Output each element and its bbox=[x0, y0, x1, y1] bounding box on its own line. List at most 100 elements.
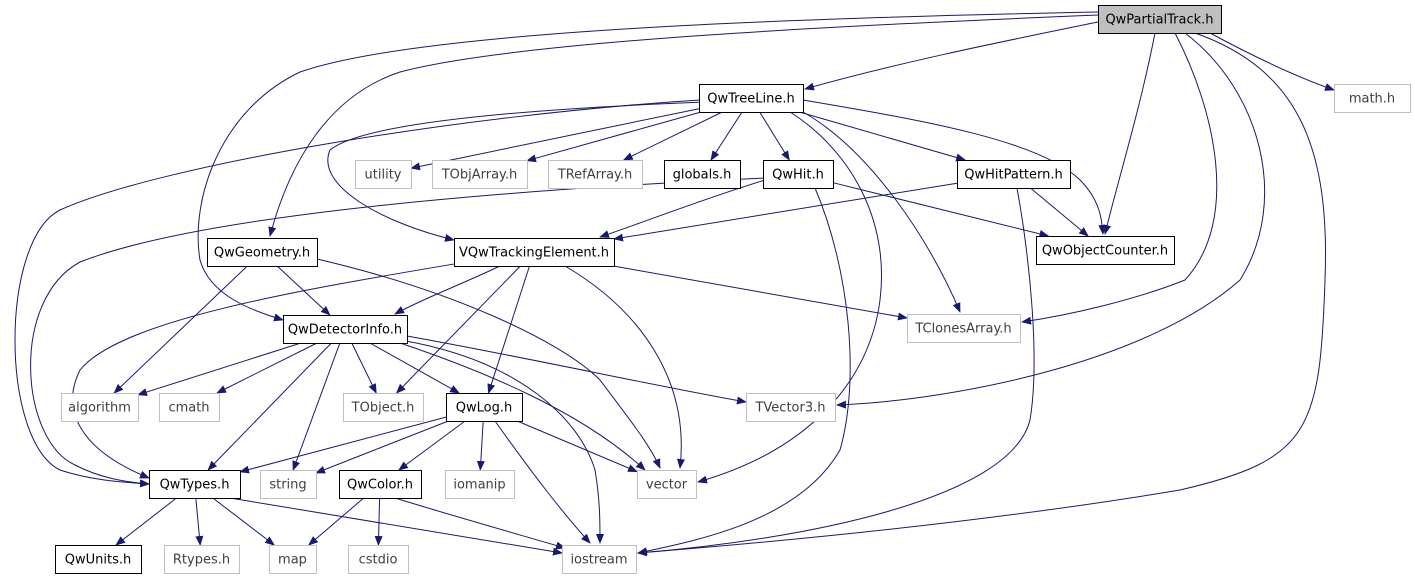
node-box bbox=[348, 545, 409, 574]
edge-qwpartialtrack-to-qwobjectcounter bbox=[1103, 32, 1156, 235]
node-box bbox=[269, 545, 317, 574]
node-box bbox=[61, 393, 139, 422]
edge-qwcolor-to-map bbox=[308, 497, 365, 546]
edge-vqwtrackingelement-to-tobject bbox=[395, 265, 521, 394]
edge-qwhit-to-vqwtrackingelement bbox=[599, 179, 766, 238]
edge-qwlog-to-vector bbox=[517, 420, 638, 473]
node-label: QwGeometry.h bbox=[214, 246, 310, 261]
node-qwhitpattern[interactable]: QwHitPattern.h bbox=[957, 160, 1071, 189]
node-box bbox=[55, 545, 142, 574]
node-label: Rtypes.h bbox=[173, 553, 230, 568]
node-utility: utility bbox=[355, 160, 412, 189]
edge-qwdetectorinfo-to-cmath bbox=[216, 342, 318, 394]
edge-qwhit-to-qwtypes bbox=[30, 177, 766, 488]
edge-qwcolor-to-iostream bbox=[394, 497, 566, 550]
node-qwtypes[interactable]: QwTypes.h bbox=[149, 470, 241, 499]
edge-qwtreeline-to-qwhit bbox=[759, 111, 790, 161]
node-label: QwDetectorInfo.h bbox=[288, 323, 402, 338]
edge-vqwtrackingelement-to-vector bbox=[564, 265, 685, 469]
node-qwobjectcounter[interactable]: QwObjectCounter.h bbox=[1036, 236, 1175, 265]
node-qwdetectorinfo[interactable]: QwDetectorInfo.h bbox=[283, 315, 408, 344]
edge-vqwtrackingelement-to-qwlog bbox=[487, 265, 530, 394]
node-box bbox=[283, 315, 408, 344]
node-box bbox=[746, 393, 836, 422]
node-vector: vector bbox=[637, 470, 697, 499]
edge-qwtreeline-to-globals bbox=[710, 111, 743, 161]
node-label: VQwTrackingElement.h bbox=[459, 246, 609, 261]
node-box bbox=[149, 470, 241, 499]
edge-vqwtrackingelement-to-qwtypes bbox=[72, 262, 461, 479]
edge-qwhit-to-iostream bbox=[637, 187, 851, 556]
node-box bbox=[355, 160, 412, 189]
node-label: algorithm bbox=[68, 401, 131, 416]
node-label: map bbox=[278, 553, 307, 568]
node-trefarray: TRefArray.h bbox=[548, 160, 643, 189]
node-algorithm: algorithm bbox=[61, 393, 139, 422]
edge-qwlog-to-qwtypes bbox=[239, 416, 447, 474]
node-box bbox=[548, 160, 643, 189]
node-cmath: cmath bbox=[159, 393, 220, 422]
node-vqwtrackingelement[interactable]: VQwTrackingElement.h bbox=[454, 238, 615, 267]
node-label: QwHitPattern.h bbox=[964, 168, 1063, 183]
node-box bbox=[699, 84, 804, 113]
edge-qwcolor-to-cstdio bbox=[374, 497, 383, 546]
edge-qwdetectorinfo-to-tvector3 bbox=[406, 335, 747, 405]
node-label: TVector3.h bbox=[754, 401, 825, 416]
edge-qwhitpattern-to-iostream bbox=[637, 187, 1035, 557]
node-qwtreeline[interactable]: QwTreeLine.h bbox=[699, 84, 804, 113]
node-tobject: TObject.h bbox=[343, 393, 424, 422]
node-qwhit[interactable]: QwHit.h bbox=[763, 160, 834, 189]
node-rtypes: Rtypes.h bbox=[164, 545, 240, 574]
edge-qwdetectorinfo-to-string bbox=[292, 342, 341, 471]
edge-qwtreeline-to-vector bbox=[697, 111, 882, 484]
node-label: QwUnits.h bbox=[65, 553, 131, 568]
node-box bbox=[454, 238, 615, 267]
node-globals[interactable]: globals.h bbox=[664, 160, 741, 189]
edges-layer bbox=[14, 11, 1335, 557]
edge-qwlog-to-qwcolor bbox=[398, 420, 466, 471]
edge-qwdetectorinfo-to-vector bbox=[399, 342, 646, 471]
node-label: TObjArray.h bbox=[441, 168, 518, 183]
node-tclonesarray: TClonesArray.h bbox=[907, 314, 1021, 343]
node-string: string bbox=[260, 470, 317, 499]
node-label: QwLog.h bbox=[456, 401, 512, 416]
node-label: iostream bbox=[570, 553, 627, 568]
edge-qwtreeline-to-utility bbox=[410, 108, 700, 171]
node-box bbox=[637, 470, 697, 499]
node-iomanip: iomanip bbox=[445, 470, 515, 499]
node-label: TRefArray.h bbox=[557, 168, 633, 183]
edge-qwdetectorinfo-to-iostream bbox=[399, 339, 604, 544]
edge-qwhitpattern-to-vqwtrackingelement bbox=[613, 182, 958, 242]
node-box bbox=[664, 160, 741, 189]
node-box bbox=[446, 393, 523, 422]
node-iostream: iostream bbox=[562, 545, 637, 574]
node-qwlog[interactable]: QwLog.h bbox=[446, 393, 523, 422]
edge-qwtreeline-to-vqwtrackingelement bbox=[327, 101, 706, 242]
edge-qwdetectorinfo-to-tobject bbox=[351, 342, 377, 394]
node-label: cstdio bbox=[359, 553, 398, 568]
node-label: QwTreeLine.h bbox=[707, 92, 794, 107]
node-qwunits[interactable]: QwUnits.h bbox=[55, 545, 142, 574]
edge-qwtreeline-to-tobjarray bbox=[526, 111, 702, 163]
node-map: map bbox=[269, 545, 317, 574]
edge-qwpartialtrack-to-tclonesarray bbox=[1021, 32, 1218, 325]
node-label: iomanip bbox=[453, 478, 505, 493]
node-box bbox=[1036, 236, 1175, 265]
node-box bbox=[432, 160, 528, 189]
node-qwpartialtrack[interactable]: QwPartialTrack.h bbox=[1098, 5, 1222, 34]
edge-qwtreeline-to-qwhitpattern bbox=[799, 111, 967, 162]
node-box bbox=[343, 393, 424, 422]
edge-qwlog-to-iostream bbox=[494, 420, 591, 544]
edge-qwpartialtrack-to-tvector3 bbox=[836, 32, 1266, 409]
node-label: cmath bbox=[168, 401, 209, 416]
node-box bbox=[159, 393, 220, 422]
node-box bbox=[907, 314, 1021, 343]
edge-qwtypes-to-iostream bbox=[229, 497, 563, 556]
node-qwcolor[interactable]: QwColor.h bbox=[339, 470, 422, 499]
edge-qwtypes-to-rtypes bbox=[195, 497, 204, 546]
edge-qwpartialtrack-to-qwtreeline bbox=[804, 21, 1099, 91]
node-qwgeometry[interactable]: QwGeometry.h bbox=[207, 238, 318, 267]
edge-qwtypes-to-qwunits bbox=[115, 497, 177, 546]
node-label: string bbox=[269, 478, 306, 493]
